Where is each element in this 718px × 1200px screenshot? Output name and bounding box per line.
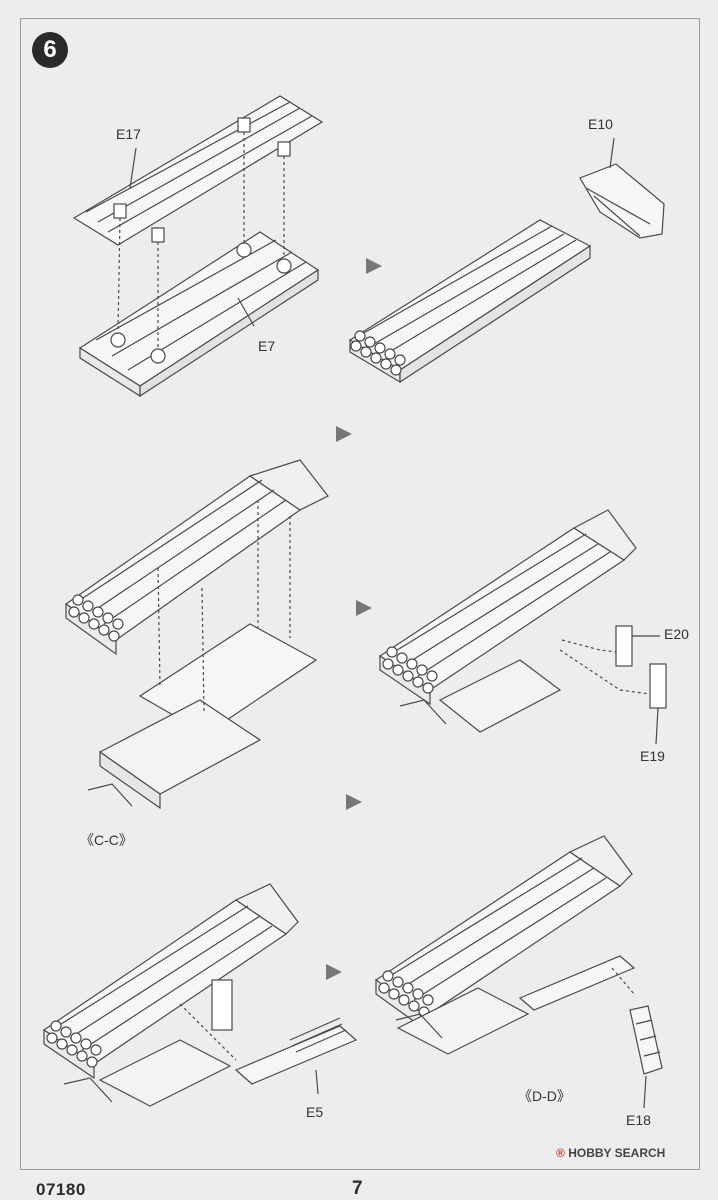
arrow-substep-1-2 xyxy=(366,258,382,274)
arrow-substep-2-3 xyxy=(336,426,352,442)
substep-5-tray xyxy=(42,883,358,1107)
watermark-prefix: ® xyxy=(556,1146,565,1160)
step-number-badge: 6 xyxy=(32,32,68,68)
part-label-e10: E10 xyxy=(588,116,613,132)
substep-6-ladder xyxy=(374,835,663,1109)
hobby-search-watermark: ® HOBBY SEARCH xyxy=(556,1146,665,1160)
watermark-brand: HOBBY SEARCH xyxy=(568,1146,666,1160)
part-label-e17: E17 xyxy=(116,126,141,142)
substep-4-brackets xyxy=(378,509,667,745)
part-label-e20: E20 xyxy=(664,626,689,642)
substep-1-rails xyxy=(72,95,324,398)
part-label-e7: E7 xyxy=(258,338,276,354)
view-label-c-c: 《C-C》 xyxy=(80,832,133,848)
substep-2-tube-pack xyxy=(348,137,665,384)
view-label-d-d: 《D-D》 xyxy=(518,1088,571,1104)
part-label-e5: E5 xyxy=(306,1104,324,1120)
arrow-substep-4-5 xyxy=(346,794,362,810)
product-code: 07180 xyxy=(36,1180,86,1199)
arrow-substep-3-4 xyxy=(356,600,372,616)
part-label-e19: E19 xyxy=(640,748,665,764)
page-number: 7 xyxy=(352,1178,363,1199)
part-label-e18: E18 xyxy=(626,1112,651,1128)
substep-3-mount xyxy=(64,459,329,810)
arrow-substep-5-6 xyxy=(326,964,342,980)
page-frame xyxy=(20,18,700,1170)
